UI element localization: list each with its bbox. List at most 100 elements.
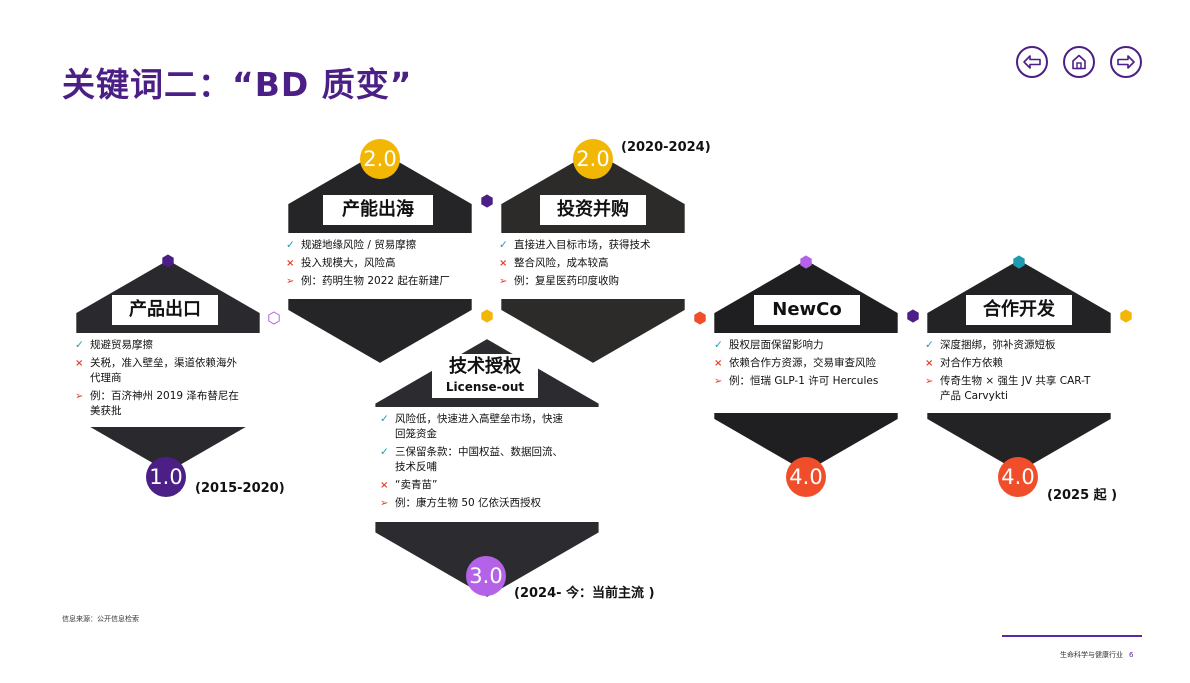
bullet-text: 规避贸易摩擦 <box>90 339 153 351</box>
bullet-text: “卖青苗” <box>395 479 438 491</box>
footer-text: 生命科学与健康行业 <box>1060 651 1123 659</box>
bullet-item: × 投入规模大，风险高 <box>286 256 475 271</box>
bullet-item: × “卖青苗” <box>380 478 598 493</box>
hex-label-mna: 投资并购 <box>540 195 646 225</box>
cross-icon: × <box>286 258 295 269</box>
badge-version-3: 3.0 <box>466 556 506 596</box>
arrow-icon: ➢ <box>380 498 389 509</box>
arrow-icon: ➢ <box>499 276 508 287</box>
check-icon: ✓ <box>380 446 389 458</box>
card-newco: ✓ 股权层面保留影响力 × 依赖合作方资源，交易审查风险 ➢ 例：恒瑞 GLP-1 许可 … <box>707 333 911 413</box>
card-license: ✓ 风险低，快速进入高壁垒市场，快速 回笼资金 ✓ 三保留条款：中国权益、数据回流、 … <box>373 407 604 522</box>
bullet-text: 整合风险，成本较高 <box>514 257 609 269</box>
bullet-text: 规避地缘风险 / 贸易摩擦 <box>301 239 417 251</box>
cross-icon: × <box>714 358 723 369</box>
source-note: 信息来源：公开信息检索 <box>62 615 139 623</box>
bullet-text: 例：康方生物 50 亿依沃西授权 <box>395 497 542 509</box>
card-export: ✓ 规避贸易摩擦 × 关税，准入壁垒，渠道依赖海外 代理商 ➢ 例：百济神州 2019 泽… <box>68 333 268 427</box>
bullet-text: 例：复星医药印度收购 <box>514 275 619 287</box>
connector-dot <box>481 194 493 208</box>
cross-icon: × <box>75 358 84 369</box>
hex-label-codev: 合作开发 <box>966 295 1072 325</box>
bullet-text: 依赖合作方资源，交易审查风险 <box>729 357 876 369</box>
bullet-item: × 依赖合作方资源，交易审查风险 <box>714 356 905 371</box>
bullet-text: 三保留条款：中国权益、数据回流、 技术反哺 <box>395 446 563 473</box>
badge-version-1: 1.0 <box>146 457 186 497</box>
bullet-item: ➢ 传奇生物 × 强生 JV 共享 CAR-T 产品 Carvykti <box>925 374 1116 404</box>
bullet-item: ✓ 股权层面保留影响力 <box>714 338 905 353</box>
connector-dot <box>162 254 174 268</box>
bullet-text: 例：百济神州 2019 泽布替尼在 美获批 <box>90 390 239 417</box>
connector-dot <box>481 309 493 323</box>
arrow-icon: ➢ <box>75 391 84 402</box>
arrow-icon: ➢ <box>925 376 934 387</box>
hex-label-capacity: 产能出海 <box>323 195 433 225</box>
footer-divider <box>1002 635 1142 637</box>
check-icon: ✓ <box>380 413 389 425</box>
hex-label-newco: NewCo <box>754 295 860 325</box>
bullet-item: × 整合风险，成本较高 <box>499 256 689 271</box>
period-export: (2015-2020) <box>195 481 285 496</box>
forward-button[interactable] <box>1110 46 1142 78</box>
bullet-item: ✓ 规避贸易摩擦 <box>75 338 262 353</box>
bullet-item: ➢ 例：百济神州 2019 泽布替尼在 美获批 <box>75 389 262 419</box>
connector-dot <box>1120 309 1132 323</box>
bullet-item: ✓ 三保留条款：中国权益、数据回流、 技术反哺 <box>380 445 598 475</box>
arrow-right-icon <box>1117 55 1135 69</box>
bullet-item: ➢ 例：康方生物 50 亿依沃西授权 <box>380 496 598 511</box>
period-mna: (2020-2024) <box>621 140 711 155</box>
bullet-item: ➢ 例：复星医药印度收购 <box>499 274 689 289</box>
bullet-text: 传奇生物 × 强生 JV 共享 CAR-T 产品 Carvykti <box>940 375 1091 402</box>
bullet-item: ✓ 风险低，快速进入高壁垒市场，快速 回笼资金 <box>380 412 598 442</box>
badge-version-2b: 2.0 <box>573 139 613 179</box>
bullet-item: ✓ 直接进入目标市场，获得技术 <box>499 238 689 253</box>
connector-dot <box>1013 255 1025 269</box>
bullet-item: ➢ 例：药明生物 2022 起在新建厂 <box>286 274 475 289</box>
hex-label-export: 产品出口 <box>112 295 218 325</box>
connector-dot <box>800 255 812 269</box>
card-capacity: ✓ 规避地缘风险 / 贸易摩擦 × 投入规模大，风险高 ➢ 例：药明生物 2022 起在新… <box>279 233 481 299</box>
card-mna: ✓ 直接进入目标市场，获得技术 × 整合风险，成本较高 ➢ 例：复星医药印度收购 <box>492 233 695 299</box>
home-icon <box>1072 54 1086 70</box>
arrow-icon: ➢ <box>714 376 723 387</box>
bullet-item: ✓ 规避地缘风险 / 贸易摩擦 <box>286 238 475 253</box>
check-icon: ✓ <box>714 339 723 351</box>
footer: 生命科学与健康行业 6 <box>1060 650 1133 660</box>
hex-label-license: 技术授权 License-out <box>432 354 538 398</box>
bullet-text: 关税，准入壁垒，渠道依赖海外 代理商 <box>90 357 237 384</box>
bullet-text: 对合作方依赖 <box>940 357 1003 369</box>
bullet-text: 风险低，快速进入高壁垒市场，快速 回笼资金 <box>395 413 563 440</box>
badge-version-4a: 4.0 <box>786 457 826 497</box>
hex-label-license-title: 技术授权 <box>449 356 521 377</box>
bullet-text: 投入规模大，风险高 <box>301 257 396 269</box>
check-icon: ✓ <box>75 339 84 351</box>
bullet-text: 例：药明生物 2022 起在新建厂 <box>301 275 450 287</box>
home-button[interactable] <box>1063 46 1095 78</box>
connector-dot <box>694 311 706 325</box>
connector-dot <box>268 311 280 325</box>
bullet-text: 股权层面保留影响力 <box>729 339 824 351</box>
bullet-text: 深度捆绑，弥补资源短板 <box>940 339 1056 351</box>
bullet-text: 例：恒瑞 GLP-1 许可 Hercules <box>729 375 879 387</box>
check-icon: ✓ <box>499 239 508 251</box>
bullet-item: × 对合作方依赖 <box>925 356 1116 371</box>
cross-icon: × <box>925 358 934 369</box>
bullet-item: × 关税，准入壁垒，渠道依赖海外 代理商 <box>75 356 262 386</box>
cross-icon: × <box>499 258 508 269</box>
check-icon: ✓ <box>925 339 934 351</box>
badge-version-4b: 4.0 <box>998 457 1038 497</box>
bullet-text: 直接进入目标市场，获得技术 <box>514 239 651 251</box>
arrow-left-icon <box>1023 55 1041 69</box>
check-icon: ✓ <box>286 239 295 251</box>
page-title: 关键词二：“BD 质变” <box>62 65 413 104</box>
bullet-item: ➢ 例：恒瑞 GLP-1 许可 Hercules <box>714 374 905 389</box>
cross-icon: × <box>380 480 389 491</box>
period-codev: (2025 起 ) <box>1047 488 1118 503</box>
connector-dot <box>907 309 919 323</box>
arrow-icon: ➢ <box>286 276 295 287</box>
bullet-item: ✓ 深度捆绑，弥补资源短板 <box>925 338 1116 353</box>
page-number: 6 <box>1129 651 1134 659</box>
hex-label-license-sub: License-out <box>445 380 525 394</box>
card-codev: ✓ 深度捆绑，弥补资源短板 × 对合作方依赖 ➢ 传奇生物 × 强生 JV 共享 CAR-… <box>918 333 1122 413</box>
back-button[interactable] <box>1016 46 1048 78</box>
